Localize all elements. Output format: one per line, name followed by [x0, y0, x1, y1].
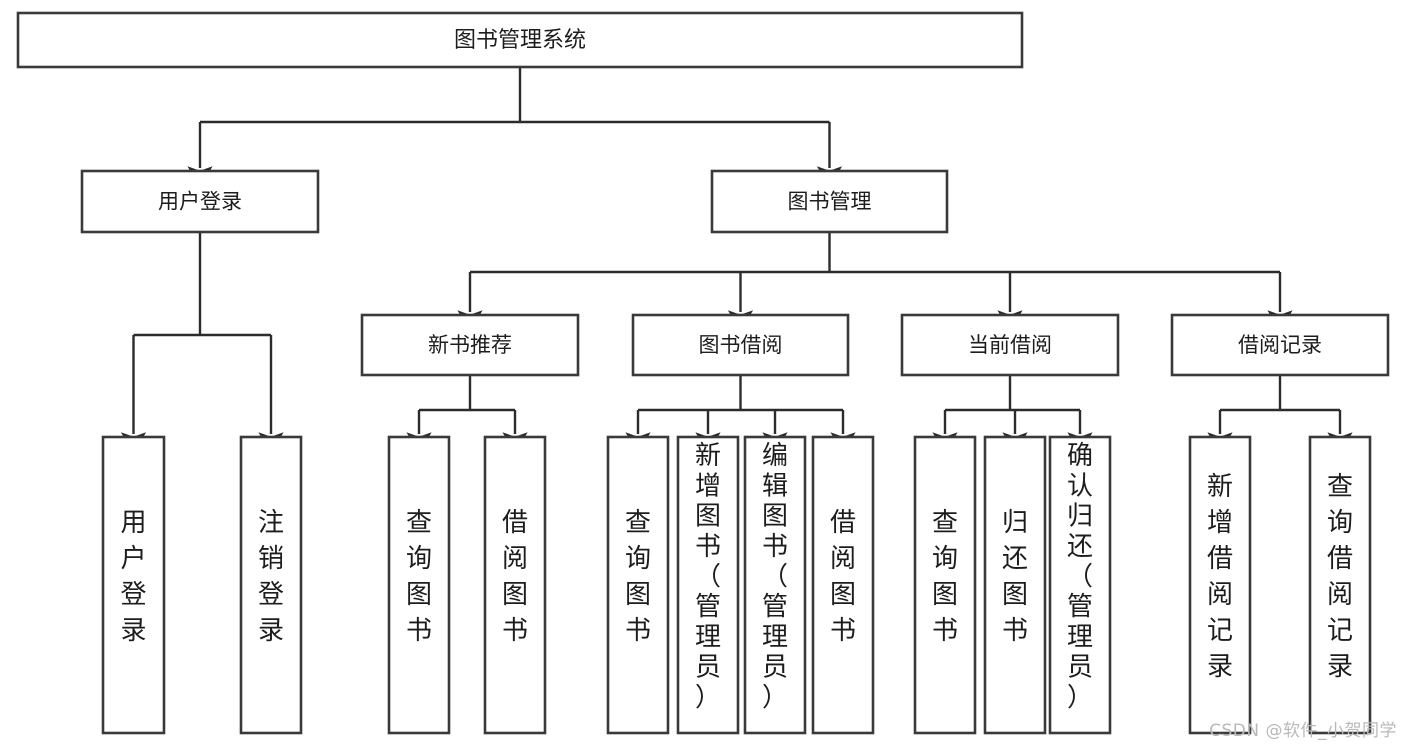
node-leaf-return-book[interactable]: 归还图书	[983, 435, 1047, 735]
node-leaf-query-book-2-rect	[606, 435, 670, 735]
node-borrow-record-rect	[1170, 313, 1390, 377]
node-leaf-add-book-rect	[676, 435, 740, 735]
node-leaf-add-book-label: 新增图书（管理员）	[695, 441, 721, 713]
node-leaf-user-login-rect	[101, 435, 166, 735]
node-leaf-borrow-book-1-label: 借阅图书	[502, 508, 528, 646]
node-book-borrow-rect	[631, 313, 850, 377]
node-leaf-query-book-3[interactable]: 查询图书	[913, 435, 977, 735]
node-leaf-return-book-label: 归还图书	[1002, 508, 1028, 646]
node-leaf-user-login[interactable]: 用户登录	[101, 435, 166, 735]
node-leaf-query-record-rect	[1308, 435, 1372, 735]
node-root--[interactable]: 图书管理系统	[16, 11, 1024, 69]
node-layer: 图书管理系统用户登录图书管理新书推荐图书借阅当前借阅借阅记录用户登录注销登录查询…	[16, 11, 1390, 735]
node-new-book-recommend[interactable]: 新书推荐	[360, 313, 580, 377]
node-current-borrow[interactable]: 当前借阅	[900, 313, 1120, 377]
node-leaf-confirm-return-rect	[1048, 435, 1112, 735]
node-leaf-query-book-1-label: 查询图书	[406, 508, 432, 646]
node-root---rect	[16, 11, 1024, 69]
node-leaf-confirm-return-label: 确认归还（管理员）	[1067, 441, 1093, 713]
node-leaf-logout-label: 注销登录	[258, 508, 284, 646]
node-leaf-query-book-2[interactable]: 查询图书	[606, 435, 670, 735]
node-leaf-borrow-book-2[interactable]: 借阅图书	[811, 435, 875, 735]
node-leaf-query-book-3-rect	[913, 435, 977, 735]
node-borrow-record-label: 借阅记录	[1238, 333, 1322, 357]
node-book-borrow-label: 图书借阅	[699, 333, 783, 357]
node-leaf-add-book[interactable]: 新增图书（管理员）	[676, 435, 740, 735]
node-leaf-query-record-label: 查询借阅记录	[1327, 472, 1353, 682]
node-leaf-borrow-book-1[interactable]: 借阅图书	[483, 435, 547, 735]
node-book-manage-rect	[710, 169, 949, 234]
node-root---label: 图书管理系统	[454, 28, 586, 53]
node-leaf-confirm-return[interactable]: 确认归还（管理员）	[1048, 435, 1112, 735]
node-user-login-label: 用户登录	[158, 190, 242, 214]
node-leaf-edit-book[interactable]: 编辑图书（管理员）	[743, 435, 807, 735]
node-leaf-query-book-2-label: 查询图书	[625, 508, 651, 646]
node-leaf-add-record-label: 新增借阅记录	[1207, 472, 1233, 682]
node-new-book-recommend-rect	[360, 313, 580, 377]
node-leaf-logout-rect	[239, 435, 303, 735]
connector-layer	[120, 67, 1353, 454]
node-leaf-borrow-book-1-rect	[483, 435, 547, 735]
node-user-login[interactable]: 用户登录	[80, 169, 320, 234]
node-leaf-return-book-rect	[983, 435, 1047, 735]
node-leaf-edit-book-label: 编辑图书（管理员）	[762, 441, 788, 713]
node-borrow-record[interactable]: 借阅记录	[1170, 313, 1390, 377]
node-leaf-borrow-book-2-label: 借阅图书	[830, 508, 856, 646]
node-leaf-logout[interactable]: 注销登录	[239, 435, 303, 735]
node-leaf-user-login-label: 用户登录	[120, 508, 146, 646]
node-leaf-add-record[interactable]: 新增借阅记录	[1188, 435, 1252, 735]
node-leaf-query-book-1[interactable]: 查询图书	[387, 435, 451, 735]
node-new-book-recommend-label: 新书推荐	[428, 333, 512, 357]
node-leaf-add-record-rect	[1188, 435, 1252, 735]
node-leaf-query-book-1-rect	[387, 435, 451, 735]
node-leaf-query-book-3-label: 查询图书	[932, 508, 958, 646]
node-current-borrow-label: 当前借阅	[968, 333, 1052, 357]
node-user-login-rect	[80, 169, 320, 234]
node-book-borrow[interactable]: 图书借阅	[631, 313, 850, 377]
node-leaf-borrow-book-2-rect	[811, 435, 875, 735]
node-leaf-query-record[interactable]: 查询借阅记录	[1308, 435, 1372, 735]
node-book-manage-label: 图书管理	[788, 190, 872, 214]
node-current-borrow-rect	[900, 313, 1120, 377]
node-leaf-edit-book-rect	[743, 435, 807, 735]
node-book-manage[interactable]: 图书管理	[710, 169, 949, 234]
